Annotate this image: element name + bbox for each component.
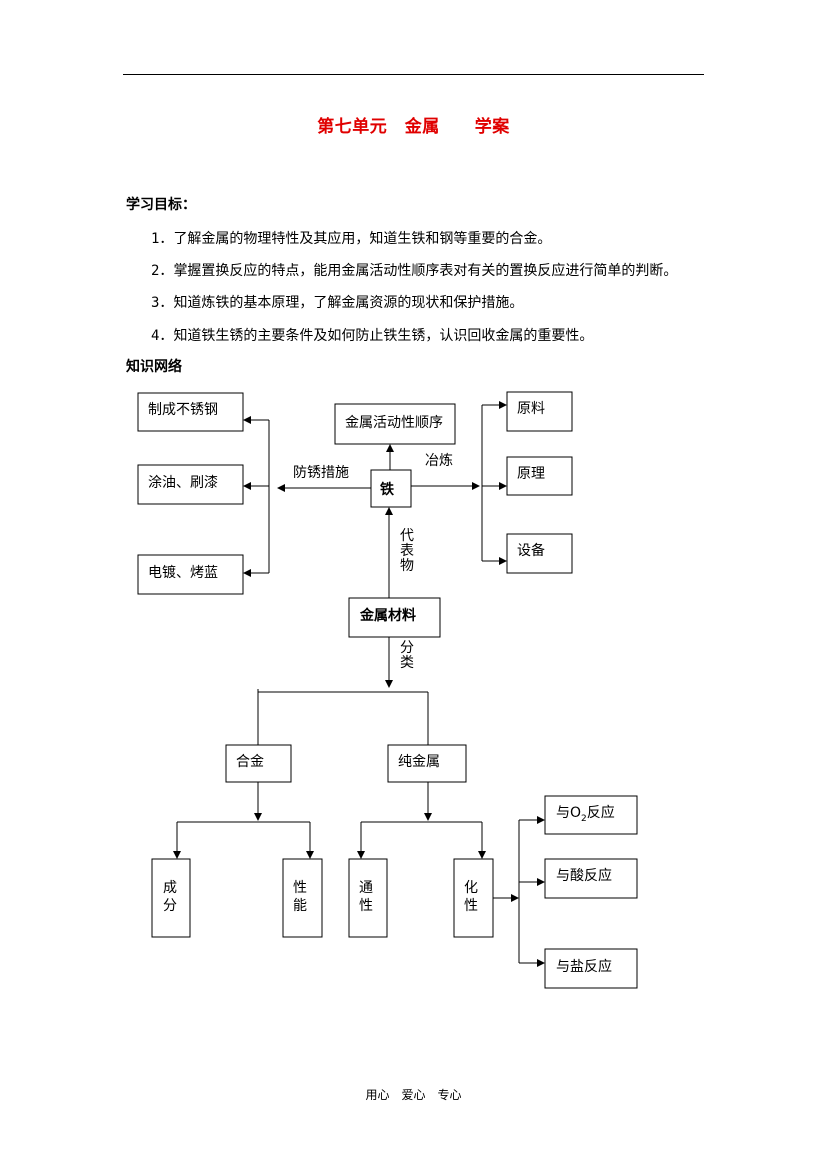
arrowhead: [254, 813, 262, 821]
reaction-oxygen-label: 与O2反应: [556, 804, 615, 824]
rust-method-box: [137, 464, 244, 505]
smelting-item-label: 原理: [517, 466, 545, 482]
reaction-prefix: 与: [556, 805, 570, 821]
pure-metal-aspect-box: [348, 858, 388, 938]
classification-label: 分: [400, 640, 414, 656]
rust-method-label: 制成不锈钢: [148, 402, 218, 418]
representative-label: 表: [400, 543, 414, 559]
objective-text: 了解金属的物理特性及其应用，知道生铁和钢等重要的合金。: [173, 231, 552, 247]
page-title: 第七单元 金属 学案: [317, 117, 510, 137]
alloy-aspect-label: 能: [293, 898, 307, 914]
pure-metal-aspect-label: 通: [359, 880, 373, 896]
alloy-aspect-label: 性: [293, 880, 307, 896]
arrowhead: [357, 851, 365, 859]
metal-materials-label: 金属材料: [359, 607, 416, 624]
network-heading: 知识网络: [126, 359, 182, 375]
arrowhead: [537, 878, 545, 886]
arrowhead: [472, 482, 480, 490]
pure-metal-label: 纯金属: [398, 754, 440, 770]
rust-method-box: [137, 392, 244, 432]
pure-metal-aspect-box: [453, 858, 494, 938]
objective-item: 3．知道炼铁的基本原理，了解金属资源的现状和保护措施。: [151, 292, 523, 312]
rust-method-label: 电镀、烤蓝: [148, 564, 218, 581]
objective-text: 知道铁生锈的主要条件及如何防止铁生锈，认识回收金属的重要性。: [173, 328, 594, 344]
activity-series-box: [334, 403, 456, 445]
arrowhead: [424, 813, 432, 821]
objective-number: 3．: [151, 295, 174, 311]
smelting-item-box: [506, 391, 573, 432]
arrowhead: [243, 569, 251, 577]
pure-metal-box: [387, 744, 467, 783]
objective-number: 1．: [151, 231, 174, 247]
representative-label: 代: [400, 528, 414, 544]
alloy-aspect-box: [282, 858, 323, 938]
header-rule: [123, 74, 704, 75]
objective-number: 4．: [151, 328, 174, 344]
arrowhead: [537, 959, 545, 967]
objectives-heading: 学习目标：: [126, 197, 196, 213]
reaction-acid-label: 与酸反应: [556, 867, 612, 884]
objective-item: 1．了解金属的物理特性及其应用，知道生铁和钢等重要的合金。: [151, 228, 551, 248]
arrowhead: [385, 507, 393, 515]
arrowhead: [306, 851, 314, 859]
alloy-box: [225, 744, 292, 783]
reaction-suffix: 反应: [587, 804, 615, 821]
page-footer: 用心 爱心 专心: [365, 1088, 462, 1102]
arrowhead: [385, 680, 393, 688]
oxygen-formula: O: [570, 805, 581, 821]
arrowhead: [478, 851, 486, 859]
classification-label: 类: [400, 655, 414, 671]
arrowhead: [499, 557, 507, 565]
alloy-aspect-box: [151, 858, 191, 938]
smelting-item-box: [506, 533, 573, 574]
arrowhead: [499, 482, 507, 490]
rust-method-box: [137, 554, 244, 595]
objective-item: 4．知道铁生锈的主要条件及如何防止铁生锈，认识回收金属的重要性。: [151, 325, 593, 345]
oxygen-subscript: 2: [581, 814, 587, 824]
objective-text: 知道炼铁的基本原理，了解金属资源的现状和保护措施。: [173, 295, 524, 311]
objective-item: 2．掌握置换反应的特点，能用金属活动性顺序表对有关的置换反应进行简单的判断。: [151, 260, 677, 280]
arrowhead: [537, 816, 545, 824]
arrowhead: [386, 444, 394, 452]
reaction-box: [544, 795, 638, 835]
pure-metal-aspect-label: 性: [464, 898, 478, 914]
reaction-box: [544, 858, 638, 899]
metal-materials-box: [348, 597, 441, 638]
alloy-aspect-label: 分: [163, 898, 177, 914]
iron-box: [370, 469, 412, 508]
arrowhead: [173, 851, 181, 859]
arrowhead: [499, 401, 507, 409]
alloy-aspect-label: 成: [163, 880, 177, 896]
rust-method-label: 涂油、刷漆: [148, 475, 218, 491]
arrowhead: [511, 894, 519, 902]
smelting-item-label: 设备: [517, 542, 545, 559]
iron-label: 铁: [380, 481, 394, 498]
reaction-box: [544, 948, 638, 989]
activity-series-label: 金属活动性顺序: [345, 415, 443, 431]
rust-prevention-label: 防锈措施: [293, 465, 349, 481]
arrowhead: [243, 482, 251, 490]
pure-metal-aspect-label: 化: [464, 880, 478, 896]
smelting-label: 冶炼: [425, 453, 453, 469]
pure-metal-aspect-label: 性: [359, 898, 373, 914]
arrowhead: [243, 416, 251, 424]
arrowhead: [277, 484, 285, 492]
reaction-salt-label: 与盐反应: [556, 958, 612, 975]
smelting-item-box: [506, 456, 573, 496]
alloy-label: 合金: [236, 754, 264, 770]
objective-number: 2．: [151, 263, 174, 279]
smelting-item-label: 原料: [517, 401, 545, 417]
representative-label: 物: [400, 558, 414, 574]
objective-text: 掌握置换反应的特点，能用金属活动性顺序表对有关的置换反应进行简单的判断。: [173, 263, 678, 279]
